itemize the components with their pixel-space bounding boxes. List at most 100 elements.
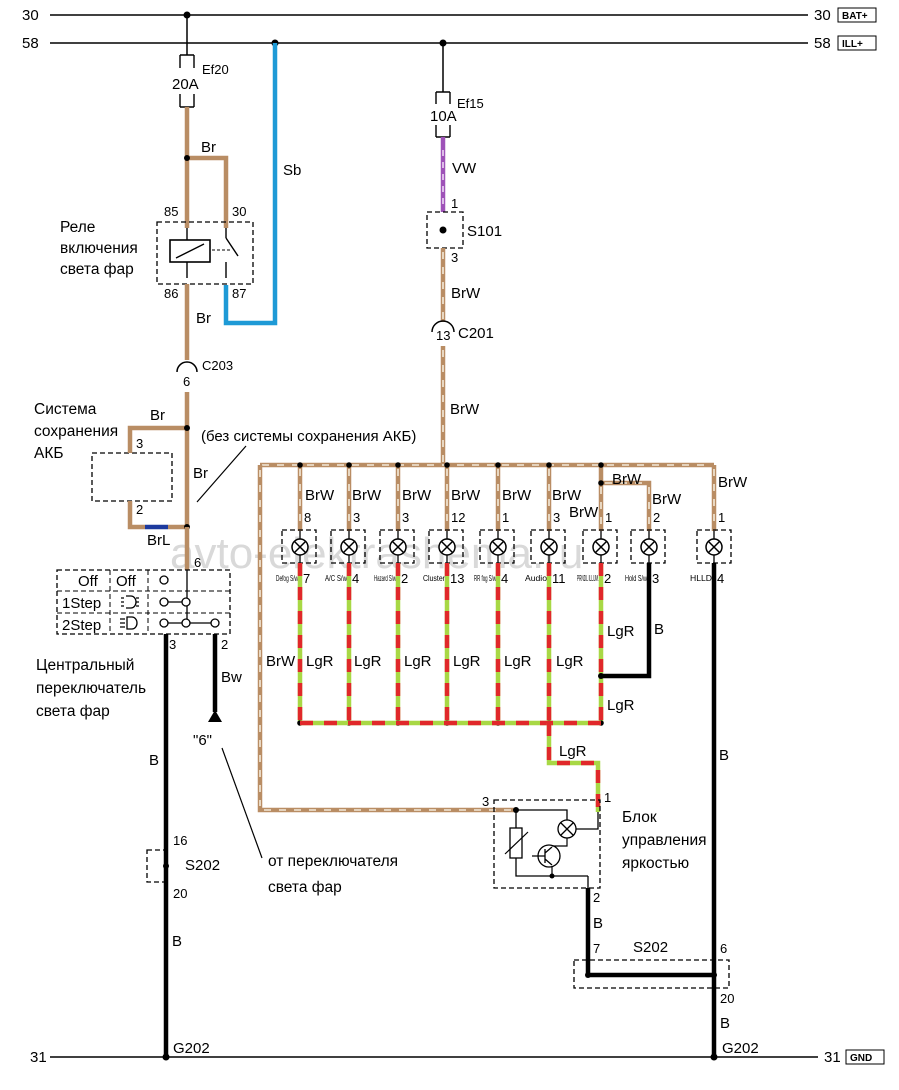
dimmer-pin-2: 2	[593, 890, 600, 905]
lamp-top-pin: 3	[553, 510, 560, 525]
wire-brw-label-left: BrW	[266, 653, 296, 670]
lamp-top-pin: 12	[451, 510, 465, 525]
lamp-name: Defog S/w	[276, 573, 298, 583]
switch-title-2: переключатель	[36, 680, 146, 697]
wire-lgr-label-bus: LgR	[607, 697, 635, 714]
headlamp-icon	[120, 616, 138, 630]
relay-pin-85: 85	[164, 204, 178, 219]
dimmer-module: 1 3 2 Блок управления яркостью	[482, 790, 707, 905]
connector-c203: 6 C203	[176, 358, 233, 389]
switch-off-2: Off	[116, 573, 137, 590]
switch-off-1: Off	[78, 573, 99, 590]
lamp-bottom-pin: 7	[303, 571, 310, 586]
lamp-1: 34A/C S/w	[325, 510, 366, 586]
wire-br-label-3: Br	[150, 407, 165, 424]
saver-title-2: сохранения	[34, 423, 118, 440]
rail-58-left-label: 58	[22, 35, 39, 52]
rail-31-right-label: 31	[824, 1049, 841, 1066]
relay-title-2: включения	[60, 240, 138, 257]
wire-brw-label-lamp-5: BrW	[552, 487, 582, 504]
fuse-ef20-rating: 20A	[172, 76, 199, 93]
lamp-name: RR fog S/w	[474, 573, 496, 583]
s202-right-label: S202	[633, 939, 668, 956]
relay-pin-87: 87	[232, 286, 246, 301]
wire-lgr-label-lamp-3: LgR	[453, 653, 481, 670]
headlamp-switch: Off Off 1Step 2Step 6 3 2 Центральный пе…	[36, 555, 231, 720]
rail-58: 58 58 ILL+	[22, 35, 877, 52]
rail-58-right-label: 58	[814, 35, 831, 52]
s202-right-pin-7: 7	[593, 941, 600, 956]
ref-6: "6"	[193, 732, 212, 749]
c203-label: C203	[202, 358, 233, 373]
wire-b-label-left-1: B	[149, 752, 159, 769]
lamp-bottom-pin: 11	[552, 571, 566, 586]
lamp-top-pin: 3	[402, 510, 409, 525]
wire-brw-label-lamp-9: BrW	[569, 504, 599, 521]
switch-pin-3: 3	[169, 637, 176, 652]
ill-plus-tag: ILL+	[842, 39, 863, 50]
fuse-ef20-name: Ef20	[202, 62, 229, 77]
wire-brw-label-lamp-7: BrW	[652, 491, 682, 508]
switch-1step: 1Step	[62, 595, 101, 612]
switch-pin-2: 2	[221, 637, 228, 652]
s101-label: S101	[467, 223, 502, 240]
wire-bw-label: Bw	[221, 669, 242, 686]
lamp-bottom-pin: 3	[652, 571, 659, 586]
wire-brw-label-lamp-6: BrW	[612, 471, 642, 488]
rail-31-left-label: 31	[30, 1049, 47, 1066]
dimmer-title-3: яркостью	[622, 855, 689, 872]
fuse-ef15-name: Ef15	[457, 96, 484, 111]
lamp-top-pin: 1	[605, 510, 612, 525]
splice-s202-right: 7 S202 6 20	[573, 939, 734, 1006]
wire-brw-label-1: BrW	[451, 285, 481, 302]
lamp-name: PRNDL ILLUM.	[577, 573, 599, 583]
dimmer-title-1: Блок	[622, 809, 657, 826]
dimmer-pin-3: 3	[482, 794, 489, 809]
lamp-name: Cluster	[423, 573, 445, 583]
saver-pin-2: 2	[136, 502, 143, 517]
rail-30-right-label: 30	[814, 7, 831, 24]
switch-2step: 2Step	[62, 617, 101, 634]
relay-pin-86: 86	[164, 286, 178, 301]
wire-lgr-label-lamp-0: LgR	[306, 653, 334, 670]
ref-6-caption-2: света фар	[268, 879, 342, 896]
wire-brw-label-lamp-2: BrW	[402, 487, 432, 504]
wire-sb-label: Sb	[283, 162, 301, 179]
wire-lgr-label-lamp-1: LgR	[354, 653, 382, 670]
wire-b-label-hlld: B	[719, 747, 729, 764]
wire-sb	[223, 43, 278, 326]
s101-pin-1: 1	[451, 196, 458, 211]
switch-title-3: света фар	[36, 703, 110, 720]
c201-label: C201	[458, 325, 494, 342]
rail-30: 30 30 BAT+	[22, 7, 877, 24]
lamp-bottom-pin: 4	[717, 571, 724, 586]
saver-note: (без системы сохранения АКБ)	[201, 428, 416, 445]
s202-left-pin-16: 16	[173, 833, 187, 848]
relay-pin-30: 30	[232, 204, 246, 219]
wire-brw-label-2: BrW	[450, 401, 480, 418]
wire-b-label-dimmer: B	[593, 915, 603, 932]
wire-vw-label: VW	[452, 160, 477, 177]
lamp-name: Audio	[525, 573, 547, 583]
splice-s202-left: 16 S202 20	[146, 833, 220, 901]
wire-b-label-hold: B	[654, 621, 664, 638]
dimmer-pin-1: 1	[604, 790, 611, 805]
wire-br-label-4: Br	[193, 465, 208, 482]
connector-c201: 13 C201	[431, 320, 494, 343]
lamp-top-pin: 8	[304, 510, 311, 525]
c201-pin: 13	[436, 328, 450, 343]
lamp-3: 12 13 Cluster	[423, 510, 465, 586]
rail-31: 31 31 GND	[30, 1049, 885, 1066]
lamp-top-pin: 3	[353, 510, 360, 525]
saver-title-3: АКБ	[34, 445, 64, 462]
s101-pin-3: 3	[451, 250, 458, 265]
headlamp-relay: 85 30 86 87 Реле включения света фар	[60, 204, 254, 301]
lamp-bottom-pin: 13	[450, 571, 464, 586]
wire-brw-label-lamp-3: BrW	[451, 487, 481, 504]
lamp-name: HLLD	[690, 573, 712, 583]
saver-pin-3: 3	[136, 436, 143, 451]
lamp-bottom-pin: 2	[604, 571, 611, 586]
wire-brw-label-lamp-0: BrW	[305, 487, 335, 504]
s202-right-pin-20: 20	[720, 991, 734, 1006]
parking-lamp-icon	[121, 595, 139, 609]
